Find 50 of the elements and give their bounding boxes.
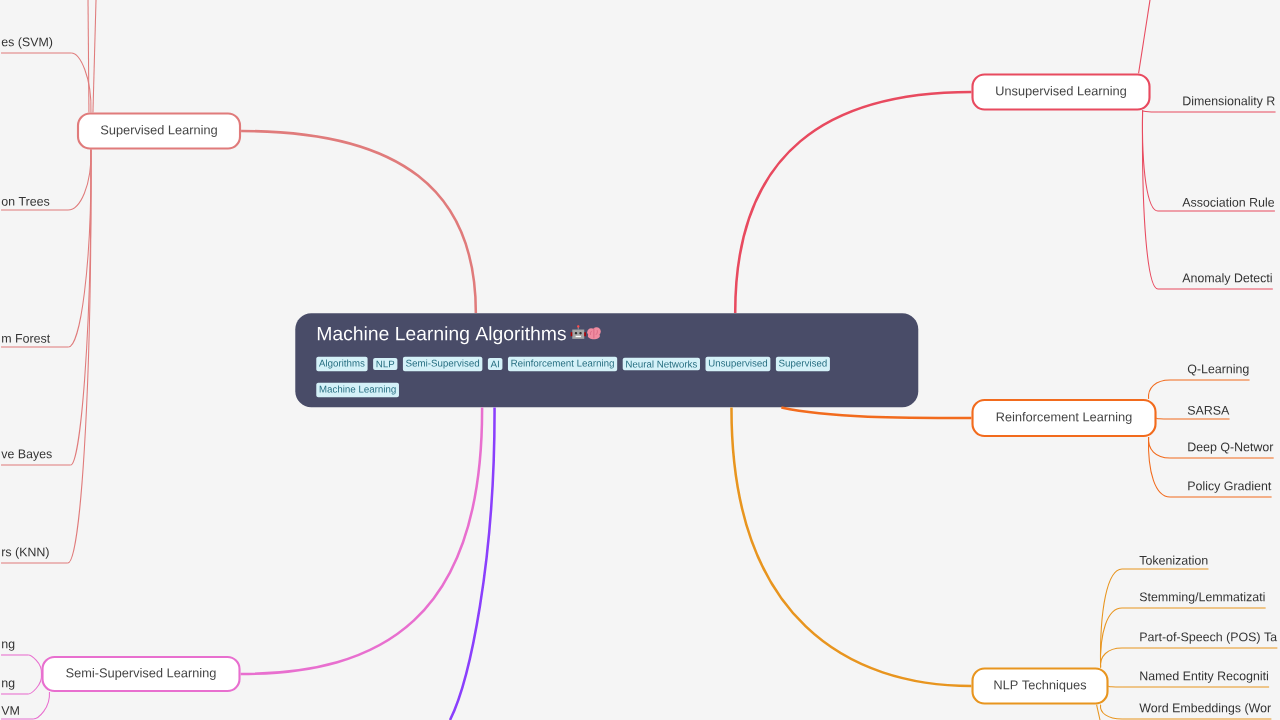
connector	[448, 407, 496, 720]
subtopic: Part-of-Speech (POS) Ta	[1121, 632, 1278, 649]
connector	[27, 673, 42, 695]
subtopic: Tokenization	[1121, 555, 1209, 570]
connector	[1141, 110, 1159, 113]
connector	[1099, 647, 1123, 668]
connector	[733, 90, 972, 314]
connector	[730, 407, 972, 688]
connector	[27, 654, 42, 675]
connector	[32, 691, 50, 720]
subtopic: Word Embeddings (Wor	[1121, 703, 1272, 720]
title: Machine Learning Algorithms	[317, 326, 566, 345]
topic-box: Unsupervised Learning	[971, 73, 1151, 111]
connector	[92, 0, 97, 113]
subtopic: Named Entity Recogniti	[1121, 671, 1270, 688]
subtopic: Anomaly Detecti	[1157, 273, 1274, 290]
subtopic: VM	[0, 706, 34, 720]
connector	[1099, 704, 1123, 720]
subtopic: es (SVM)	[0, 37, 72, 54]
subtopic: m Forest	[0, 334, 69, 348]
topic-box: Reinforcement Learning	[971, 398, 1157, 438]
subtopic: ng	[0, 680, 29, 695]
connector	[241, 129, 478, 314]
subtopic: Stemming/Lemmatizati	[1121, 592, 1267, 609]
subtopic: ve Bayes	[0, 449, 72, 466]
connector	[70, 52, 92, 113]
topic-box: Supervised Learning	[76, 112, 242, 150]
subtopic: Association Rule	[1157, 197, 1276, 212]
subtopic: Policy Gradient	[1169, 481, 1273, 498]
connector	[1138, 0, 1151, 74]
connector	[240, 407, 484, 676]
connector	[87, 0, 90, 113]
topic-box: Semi-Supervised Learning	[41, 655, 241, 693]
connector	[1107, 685, 1123, 688]
connector	[1096, 704, 1101, 720]
connector	[781, 406, 972, 420]
connector	[1155, 417, 1171, 420]
connector	[1147, 379, 1171, 400]
subtopic: Q-Learning	[1169, 364, 1251, 381]
subtopic: SARSA	[1169, 405, 1231, 420]
subtopic: ng	[0, 641, 29, 656]
connector	[1141, 110, 1159, 290]
tag-chip: AI	[487, 358, 503, 370]
subtopic: rs (KNN)	[0, 547, 69, 564]
subtopic: on Trees	[0, 197, 69, 211]
subtopic: Dimensionality R	[1157, 96, 1277, 113]
topic-box: NLP Techniques	[971, 667, 1109, 705]
connector	[1147, 436, 1171, 498]
subtopic: Deep Q-Networ	[1169, 442, 1275, 459]
connector	[67, 149, 92, 564]
